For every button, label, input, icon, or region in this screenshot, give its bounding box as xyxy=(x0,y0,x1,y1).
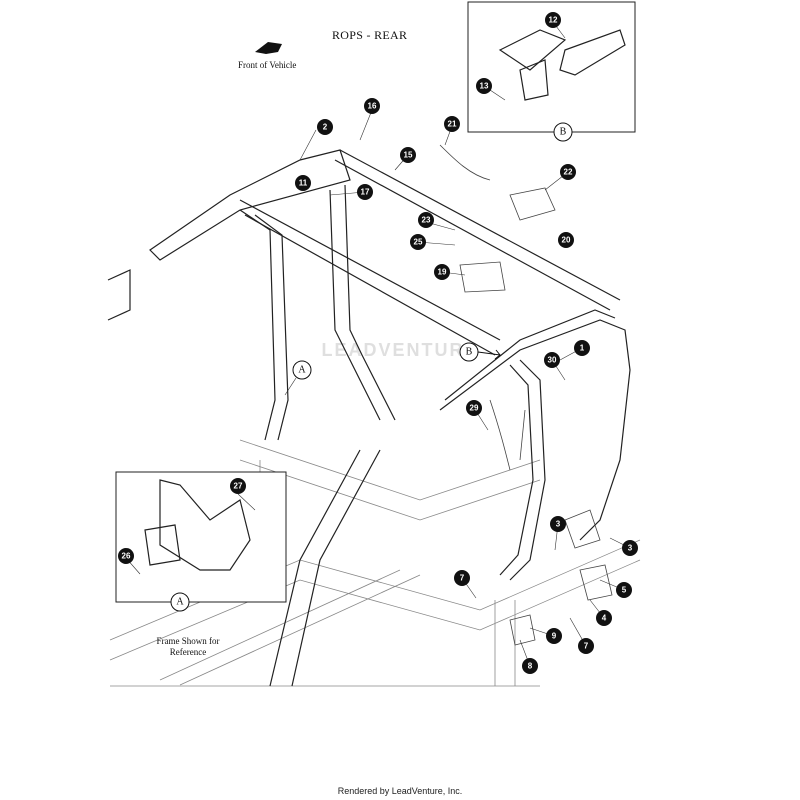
callout-3[interactable]: 3 xyxy=(550,516,566,532)
callout-16[interactable]: 16 xyxy=(364,98,380,114)
ref-marker-b[interactable]: B xyxy=(459,342,502,362)
callout-19[interactable]: 19 xyxy=(434,264,450,280)
callout-29[interactable]: 29 xyxy=(466,400,482,416)
svg-text:3: 3 xyxy=(556,520,561,529)
svg-text:B: B xyxy=(560,127,567,138)
callout-1[interactable]: 1 xyxy=(574,340,590,356)
callout-3[interactable]: 3 xyxy=(622,540,638,556)
callout-20[interactable]: 20 xyxy=(558,232,574,248)
svg-text:23: 23 xyxy=(422,216,431,225)
callout-7[interactable]: 7 xyxy=(578,638,594,654)
svg-text:27: 27 xyxy=(234,482,243,491)
footer-credit: Rendered by LeadVenture, Inc. xyxy=(337,786,463,796)
callout-8[interactable]: 8 xyxy=(522,658,538,674)
svg-text:3: 3 xyxy=(628,544,633,553)
svg-text:29: 29 xyxy=(470,404,479,413)
inset-b-callout-12[interactable]: 12 xyxy=(545,12,561,28)
svg-text:2: 2 xyxy=(323,123,328,132)
inset-a-callout-27[interactable]: 27 xyxy=(230,478,246,494)
front-of-vehicle-label: Front of Vehicle xyxy=(238,60,297,70)
inset-a-callout-26[interactable]: 26 xyxy=(118,548,134,564)
inset-b: 12 13 B xyxy=(467,1,636,142)
svg-text:B: B xyxy=(466,347,473,358)
svg-text:16: 16 xyxy=(368,102,377,111)
svg-text:5: 5 xyxy=(622,586,627,595)
svg-text:A: A xyxy=(298,365,306,376)
callout-17[interactable]: 17 xyxy=(357,184,373,200)
callouts: 1 2 3 3 4 5 7 7 8 9 11 15 16 17 19 20 21… xyxy=(295,98,638,674)
svg-text:19: 19 xyxy=(438,268,447,277)
svg-text:15: 15 xyxy=(404,151,413,160)
callout-2[interactable]: 2 xyxy=(317,119,333,135)
callout-11[interactable]: 11 xyxy=(295,175,311,191)
callout-23[interactable]: 23 xyxy=(418,212,434,228)
callout-7[interactable]: 7 xyxy=(454,570,470,586)
front-arrow-icon xyxy=(255,42,282,54)
svg-text:21: 21 xyxy=(448,120,457,129)
svg-text:20: 20 xyxy=(562,236,571,245)
svg-text:22: 22 xyxy=(564,168,573,177)
inset-b-callout-13[interactable]: 13 xyxy=(476,78,492,94)
diagram-title: ROPS - REAR xyxy=(332,28,408,42)
svg-text:A: A xyxy=(176,597,184,608)
inset-a: 27 26 A xyxy=(115,471,287,612)
svg-text:7: 7 xyxy=(584,642,589,651)
callout-25[interactable]: 25 xyxy=(410,234,426,250)
callout-22[interactable]: 22 xyxy=(560,164,576,180)
svg-text:4: 4 xyxy=(602,614,607,623)
callout-21[interactable]: 21 xyxy=(444,116,460,132)
callout-5[interactable]: 5 xyxy=(616,582,632,598)
watermark: LEADVENTURE xyxy=(321,340,479,360)
svg-text:26: 26 xyxy=(122,552,131,561)
callout-4[interactable]: 4 xyxy=(596,610,612,626)
svg-text:12: 12 xyxy=(549,16,558,25)
svg-text:7: 7 xyxy=(460,574,465,583)
svg-text:11: 11 xyxy=(299,179,308,188)
callout-9[interactable]: 9 xyxy=(546,628,562,644)
inset-b-label: B xyxy=(553,122,573,142)
svg-text:25: 25 xyxy=(414,238,423,247)
svg-text:17: 17 xyxy=(361,188,370,197)
ref-marker-a[interactable]: A xyxy=(284,360,312,396)
frame-reference-note: Frame Shown for Reference xyxy=(156,636,220,657)
rops-rear-frame xyxy=(107,144,631,687)
svg-text:30: 30 xyxy=(548,356,557,365)
callout-30[interactable]: 30 xyxy=(544,352,560,368)
svg-text:1: 1 xyxy=(580,344,585,353)
inset-a-label: A xyxy=(170,592,190,612)
svg-text:9: 9 xyxy=(552,632,557,641)
svg-text:13: 13 xyxy=(480,82,489,91)
svg-text:8: 8 xyxy=(528,662,533,671)
callout-15[interactable]: 15 xyxy=(400,147,416,163)
